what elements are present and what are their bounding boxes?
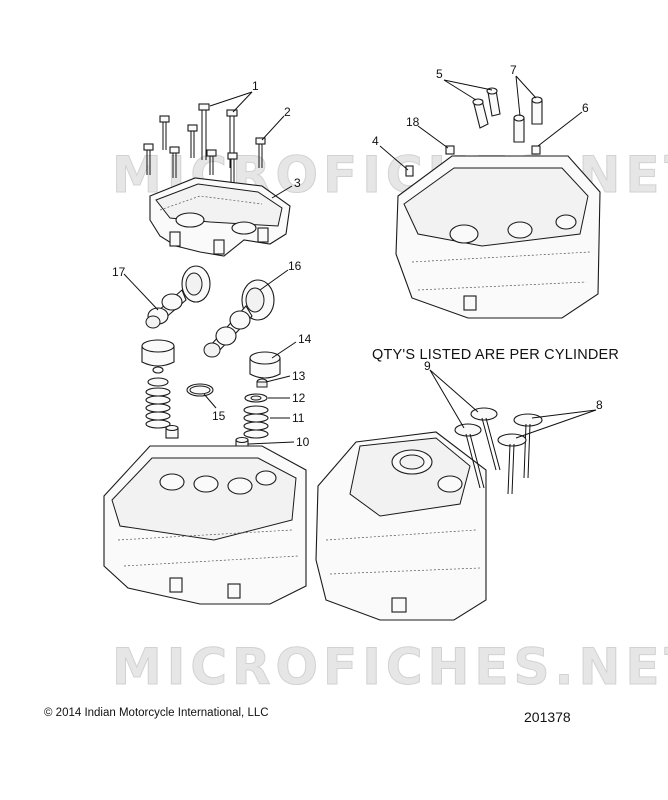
callout-15: 15 <box>212 409 226 423</box>
camshaft-left <box>145 265 211 329</box>
cylinder-head-right <box>315 431 487 621</box>
o-ring <box>186 383 214 397</box>
callout-13: 13 <box>292 369 306 383</box>
callout-1: 1 <box>252 79 259 93</box>
callout-14: 14 <box>298 332 312 346</box>
spring-retainer <box>147 377 268 403</box>
callout-17: 17 <box>112 265 126 279</box>
callout-7: 7 <box>510 63 517 77</box>
cylinder-head-left <box>103 445 307 605</box>
valve-spring-left <box>145 387 171 429</box>
callout-12: 12 <box>292 391 306 405</box>
locating-pin <box>405 145 541 177</box>
callout-9: 9 <box>424 359 431 373</box>
bolt-group <box>143 103 266 184</box>
valve-spring-right <box>243 405 269 439</box>
cam-carrier <box>149 177 291 257</box>
valve-bucket-left <box>141 339 175 367</box>
leader-lines <box>123 75 597 445</box>
callout-2: 2 <box>284 105 291 119</box>
callout-8: 8 <box>596 398 603 412</box>
diagram-code: 201378 <box>524 709 571 725</box>
valves-right-pair <box>497 413 543 495</box>
callout-6: 6 <box>582 101 589 115</box>
callout-16: 16 <box>288 259 302 273</box>
camshaft-right <box>203 279 275 358</box>
callout-11: 11 <box>292 411 305 425</box>
dowel-pins-pair-left <box>472 87 501 129</box>
callout-5: 5 <box>436 67 443 81</box>
callout-3: 3 <box>294 176 301 190</box>
valve-bucket-right <box>249 351 281 379</box>
copyright-text: © 2014 Indian Motorcycle International, … <box>44 707 269 719</box>
callout-18: 18 <box>406 115 420 129</box>
dowel-pins-pair-right <box>513 96 543 143</box>
callout-4: 4 <box>372 134 379 148</box>
callouts: 1 2 3 4 5 6 7 8 9 10 11 12 13 14 15 16 1… <box>112 63 603 449</box>
watermark-bottom: MICROFICHES.NET <box>112 638 668 696</box>
cylinder-head-upper <box>395 155 601 319</box>
callout-10: 10 <box>296 435 310 449</box>
quantity-note: QTY'S LISTED ARE PER CYLINDER <box>372 347 619 363</box>
